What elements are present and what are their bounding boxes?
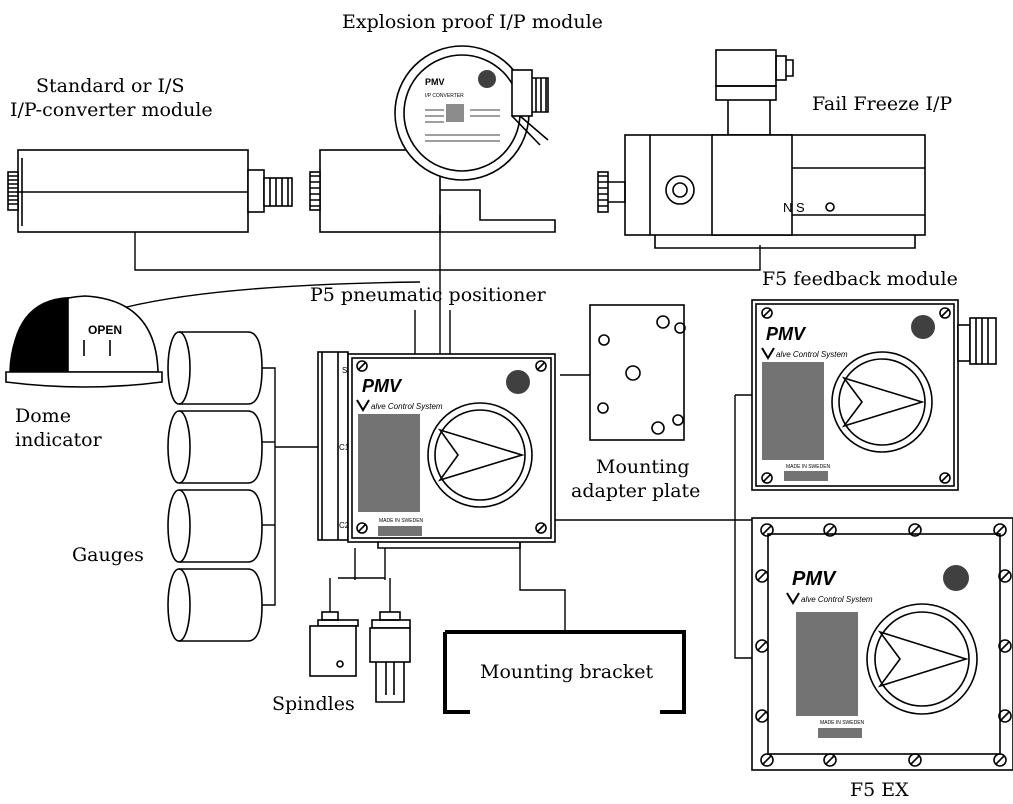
- brand-text: PMV: [362, 376, 403, 396]
- tagline-text: alve Control System: [776, 350, 848, 359]
- dome-open-text: OPEN: [88, 323, 122, 337]
- explosion-proof-label: Explosion proof I/P module: [342, 11, 603, 33]
- spindle-square: [309, 611, 359, 677]
- gauges-label: Gauges: [72, 544, 144, 566]
- mounting-plate-label-line2: adapter plate: [571, 480, 701, 502]
- arrow-indicator-icon: [841, 376, 925, 428]
- f5-feedback-module: PMV alve Control System MADE IN SWEDEN: [751, 299, 997, 491]
- approval-seal-icon: [911, 315, 935, 339]
- brand-text: PMV: [766, 324, 807, 344]
- brand-text: PMV: [792, 568, 837, 590]
- dome-indicator-label-line2: indicator: [15, 429, 102, 451]
- explosion-proof-ip-module: PMV I/P CONVERTER: [309, 45, 556, 233]
- approval-seal-icon: [478, 70, 496, 88]
- gauge: [167, 331, 263, 405]
- standard-module-label-line1: Standard or I/S: [36, 75, 185, 97]
- gauge: [167, 489, 263, 563]
- arrow-indicator-icon: [877, 630, 969, 688]
- fail-freeze-label: Fail Freeze I/P: [812, 93, 953, 115]
- made-in-text: MADE IN SWEDEN: [379, 518, 424, 524]
- spindles: [309, 611, 411, 703]
- arrow-indicator-icon: [437, 428, 525, 482]
- spindle-fork: [369, 611, 411, 703]
- approval-seal-icon: [943, 565, 969, 591]
- tagline-text: alve Control System: [371, 402, 443, 411]
- f5-ex-label: F5 EX: [850, 779, 909, 801]
- standard-module-label-line2: I/P-converter module: [10, 99, 213, 121]
- port-s-label: S: [342, 366, 347, 375]
- dome-indicator: OPEN: [5, 295, 163, 388]
- standard-ip-module: [7, 149, 293, 233]
- approval-seal-icon: [506, 370, 530, 394]
- gauge: [167, 568, 263, 642]
- p5-positioner: S C1 C2 PMV alve Control System MADE IN …: [317, 351, 556, 549]
- brand-text: PMV: [425, 77, 445, 87]
- tagline-text: alve Control System: [801, 595, 873, 604]
- dome-indicator-label-line1: Dome: [15, 405, 71, 427]
- fail-freeze-marks-text: N S: [783, 200, 805, 215]
- mounting-bracket: [443, 630, 686, 714]
- mounting-plate-label-line1: Mounting: [596, 456, 690, 478]
- mounting-adapter-plate: [589, 304, 686, 441]
- made-in-text: MADE IN SWEDEN: [820, 720, 865, 726]
- spindles-label: Spindles: [272, 693, 355, 715]
- f5-ex-module: PMV alve Control System MADE IN SWEDEN: [751, 517, 1013, 771]
- made-in-text: MADE IN SWEDEN: [786, 464, 831, 470]
- f5-feedback-label: F5 feedback module: [762, 268, 958, 290]
- port-c2-label: C2: [339, 521, 350, 530]
- gauges-group: [167, 331, 263, 642]
- ip-title-text: I/P CONVERTER: [425, 93, 464, 99]
- gauge: [167, 410, 263, 484]
- port-c1-label: C1: [339, 443, 350, 452]
- p5-positioner-label: P5 pneumatic positioner: [310, 284, 546, 306]
- mounting-bracket-label: Mounting bracket: [480, 661, 654, 683]
- fail-freeze-ip-module: N S: [597, 49, 926, 249]
